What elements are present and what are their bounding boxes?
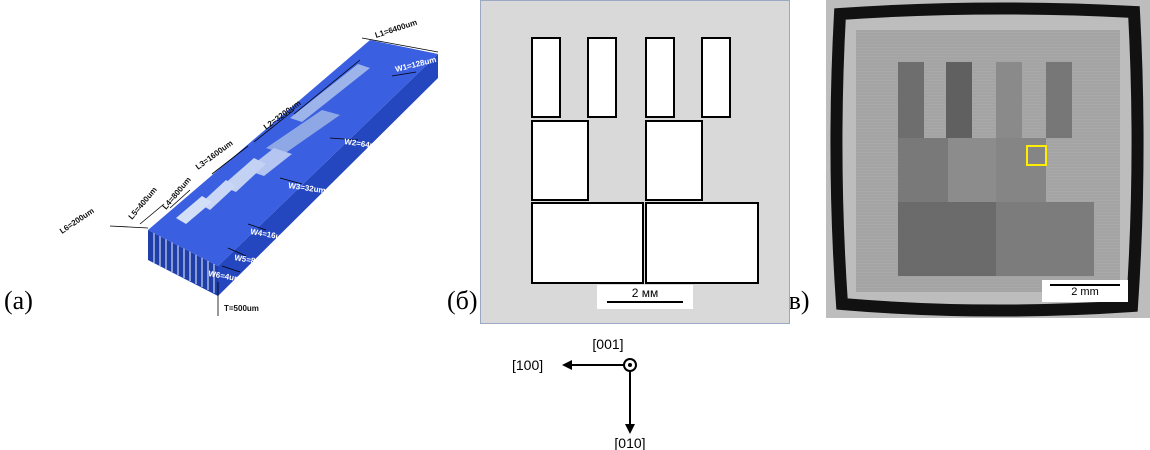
mask-layout: 2 мм [480, 0, 790, 324]
sample-outline [830, 2, 1144, 317]
axis-x-label: [100] [512, 357, 543, 373]
pad-small-2 [587, 37, 617, 118]
pattern-w2 [266, 110, 340, 154]
pattern-w1 [290, 64, 370, 122]
dim-l5: L5=400um [127, 185, 159, 221]
etched-pad-medium-gap [948, 138, 996, 202]
etched-pad-small-1 [898, 62, 924, 138]
substrate-side-face [218, 54, 438, 296]
front-face-stripes [153, 233, 215, 293]
pattern-w4 [222, 158, 266, 192]
pad-large-1 [531, 202, 644, 284]
pad-large-2 [645, 202, 759, 284]
etched-pad-small-3 [996, 62, 1022, 138]
scale-bar-line [607, 301, 683, 303]
scale-bar-c-label: 2 mm [1071, 286, 1099, 298]
pad-medium-1 [531, 120, 589, 201]
pad-small-3 [645, 37, 675, 118]
axis-x-arrowhead [562, 360, 572, 370]
scale-bar: 2 мм [597, 285, 693, 309]
dim-l1: L1=6400um [374, 20, 418, 40]
etched-pad-small-2 [946, 62, 972, 138]
axis-z-label: [001] [592, 336, 623, 352]
pad-small-1 [531, 37, 561, 118]
scale-bar-label: 2 мм [631, 286, 659, 300]
sample-micrograph [826, 0, 1150, 318]
dimension-lines [109, 37, 439, 316]
axis-y-label: [010] [614, 435, 645, 450]
etched-pad-large-2 [996, 202, 1094, 276]
region-of-interest-box [1026, 145, 1047, 166]
etched-pad-medium-2 [996, 138, 1046, 202]
panel-label-b: (б) [447, 286, 478, 315]
crystal-axes: [001] [100] [010] [512, 336, 646, 450]
test-structure-3d: L1=6400um W1=128um L2=3200um W2=64um L3=… [58, 20, 439, 316]
etched-pad-small-4 [1046, 62, 1072, 138]
pad-small-4 [701, 37, 731, 118]
pattern-w6 [176, 196, 212, 224]
dim-t: T=500um [224, 304, 259, 313]
axis-y-arrowhead [625, 424, 635, 434]
substrate-top-face [148, 40, 438, 266]
dim-l6: L6=200um [58, 206, 96, 235]
panel-label-a: (а) [4, 286, 33, 315]
scale-bar-c-line [1050, 284, 1120, 286]
pad-medium-2 [645, 120, 703, 201]
scale-bar-c: 2 mm [1042, 280, 1128, 302]
